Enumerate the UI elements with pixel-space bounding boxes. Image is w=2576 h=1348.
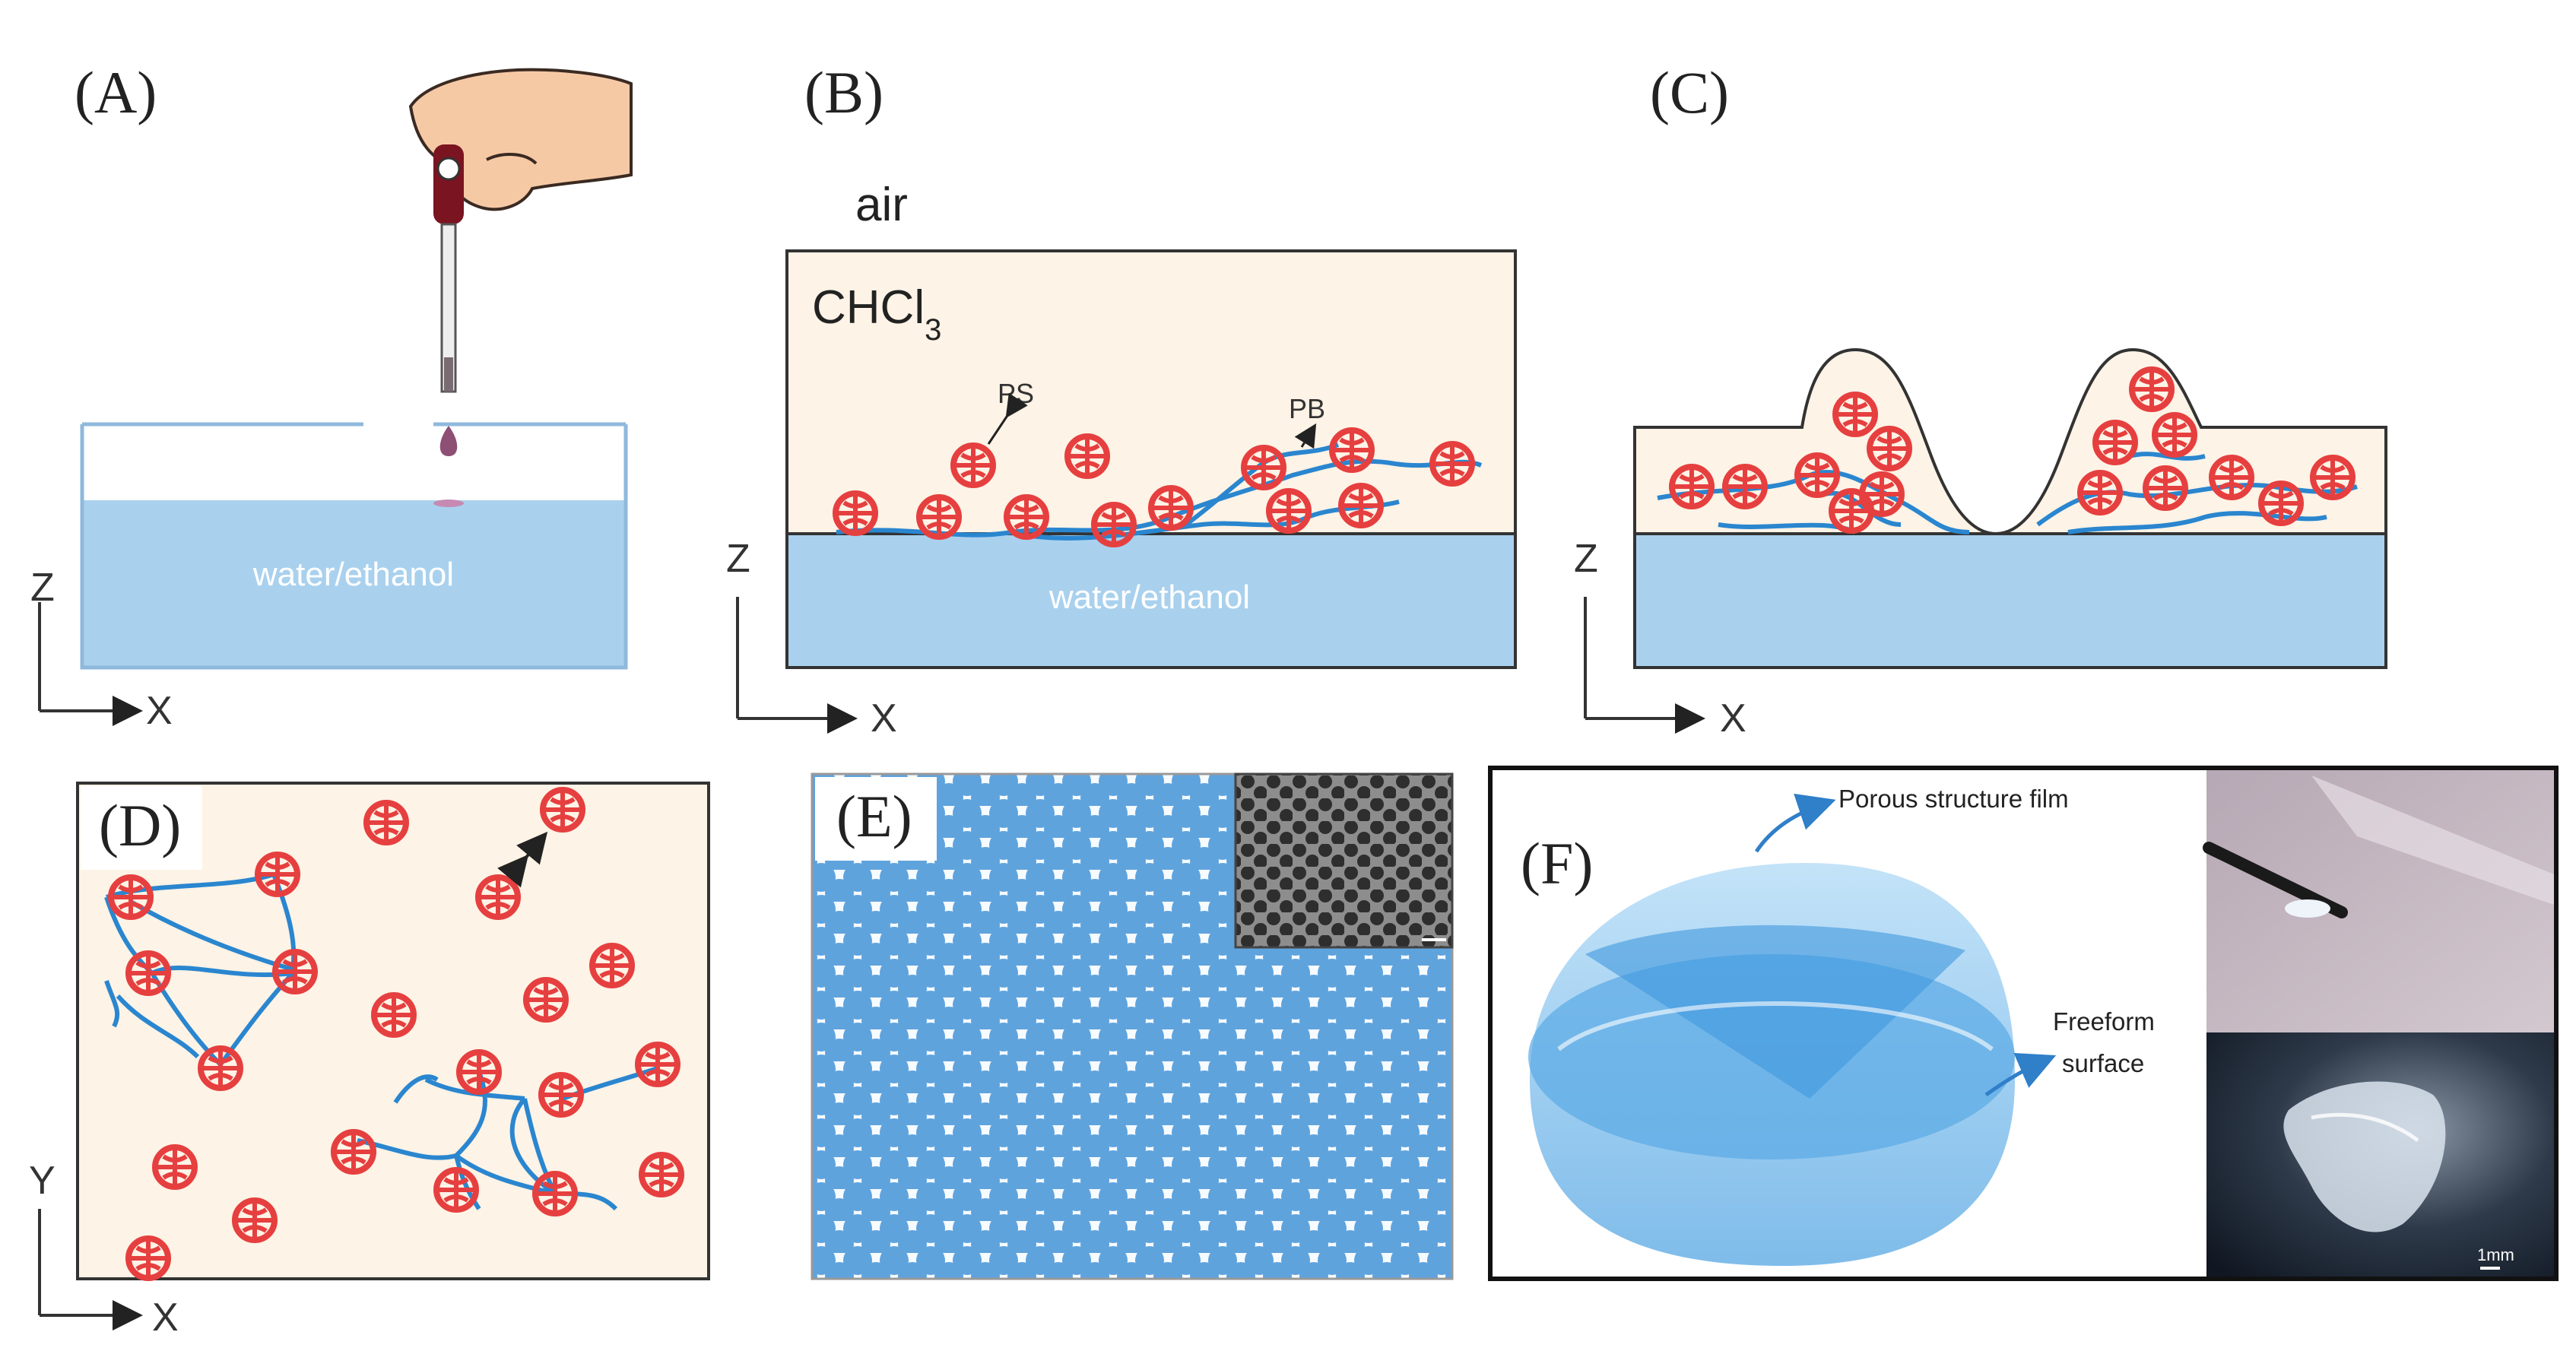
axis-x-label: X bbox=[146, 689, 173, 733]
dropper-icon bbox=[433, 144, 464, 393]
panel-f: (F) Porous structure film Freeform surfa… bbox=[1488, 766, 2559, 1281]
scale-bar-label: 1mm bbox=[2477, 1245, 2514, 1264]
panel-a: (A) water/ethanol Z X bbox=[30, 59, 633, 733]
panel-c: (C) Z X bbox=[1574, 59, 2387, 741]
panel-d-label: (D) bbox=[99, 792, 181, 858]
pb-label: PB bbox=[1289, 393, 1325, 424]
axis-y-label: Y bbox=[29, 1159, 56, 1203]
chloroform-layer bbox=[787, 251, 1515, 534]
arrow-icon bbox=[987, 392, 1028, 445]
axes-b: Z X bbox=[726, 537, 897, 741]
panel-d: (D) Y bbox=[29, 782, 710, 1340]
ps-label: PS bbox=[998, 378, 1034, 409]
axis-x-label: X bbox=[871, 696, 897, 741]
axis-x-label: X bbox=[152, 1296, 179, 1340]
panel-e-label: (E) bbox=[836, 783, 912, 849]
panel-b-label: (B) bbox=[804, 59, 884, 125]
axis-z-label: Z bbox=[726, 537, 750, 581]
sem-image-icon bbox=[1234, 772, 1454, 949]
impact-spot bbox=[433, 500, 464, 507]
axis-z-label: Z bbox=[1574, 537, 1598, 581]
surface-label: surface bbox=[2062, 1049, 2144, 1077]
water-layer bbox=[787, 534, 1515, 668]
photo-icon bbox=[2203, 770, 2554, 1032]
panel-f-label: (F) bbox=[1521, 830, 1593, 896]
panel-b: (B) air CHCl3 water/ethanol PS PB bbox=[726, 59, 1517, 741]
water-layer bbox=[1635, 534, 2386, 668]
porous-film-label: Porous structure film bbox=[1838, 785, 2069, 813]
chcl3-label: CHCl3 bbox=[812, 281, 941, 347]
photo-icon: 1mm bbox=[2206, 1032, 2554, 1277]
water-ethanol-label: water/ethanol bbox=[252, 556, 454, 593]
axis-x-label: X bbox=[1720, 696, 1746, 741]
pb-network bbox=[104, 872, 658, 1211]
freeform-label: Freeform bbox=[2053, 1007, 2155, 1036]
arrow-icon bbox=[1294, 423, 1317, 449]
panel-e: (E) bbox=[811, 772, 1454, 1280]
water-ethanol-label: water/ethanol bbox=[1048, 579, 1250, 616]
arrow-icon bbox=[1984, 1052, 2057, 1097]
axes-a: Z X bbox=[30, 566, 173, 733]
arrow-icon bbox=[497, 831, 548, 888]
axes-d: Y X bbox=[29, 1159, 179, 1340]
panel-c-label: (C) bbox=[1650, 59, 1729, 125]
axis-z-label: Z bbox=[30, 566, 55, 610]
axes-c: Z X bbox=[1574, 537, 1746, 741]
water-layer bbox=[82, 500, 626, 668]
arrow-icon bbox=[1754, 793, 1836, 853]
panel-a-label: (A) bbox=[75, 59, 157, 125]
dome-illustration bbox=[1528, 863, 2015, 1266]
container-outline bbox=[80, 422, 628, 670]
air-label: air bbox=[855, 179, 908, 231]
droplet-icon bbox=[439, 426, 458, 456]
